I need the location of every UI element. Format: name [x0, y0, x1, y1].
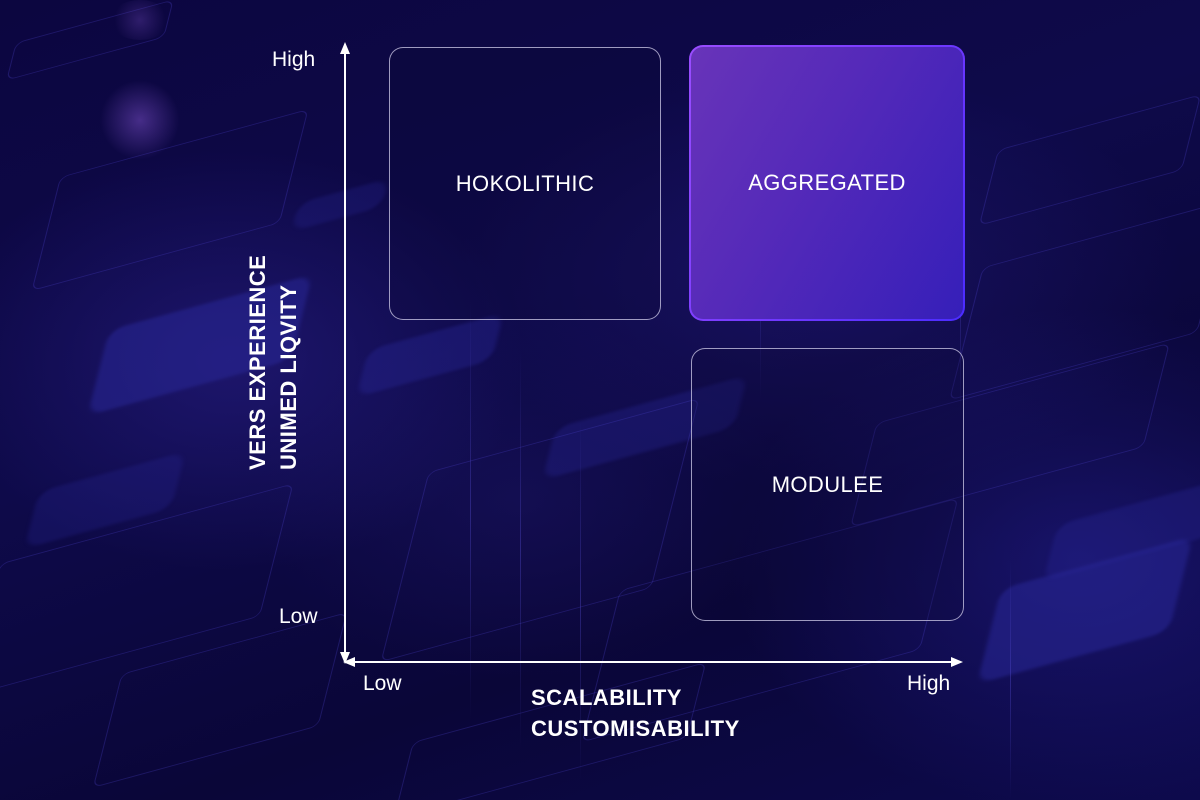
y-axis-title-line-2: UNIMED LIQVITY	[276, 284, 301, 470]
y-axis-title: VERS EXPERIENCE UNIMED LIQVITY	[242, 255, 304, 470]
quadrant-bottom-right: MODULEE	[691, 348, 964, 621]
bg-line	[520, 350, 521, 750]
x-axis-high-label: High	[907, 672, 951, 695]
quadrant-label: HOKOLITHIC	[455, 170, 595, 196]
y-axis-low-label: Low	[279, 605, 318, 628]
y-axis-title-line-1: VERS EXPERIENCE	[245, 254, 270, 470]
x-axis-title: SCALABILITY CUSTOMISABILITY	[531, 682, 740, 744]
bg-trace	[978, 94, 1200, 226]
x-axis-low-label: Low	[363, 672, 402, 695]
bg-line	[470, 300, 471, 720]
quadrant-label: MODULEE	[771, 471, 884, 497]
bg-line	[580, 420, 581, 780]
y-axis-high-label: High	[272, 48, 316, 71]
quadrant-top-right-highlighted: AGGREGATED	[689, 45, 965, 321]
x-axis-title-line-1: SCALABILITY	[531, 685, 682, 710]
bg-chip	[291, 178, 389, 232]
bg-glow	[110, 0, 170, 40]
quadrant-top-left: HOKOLITHIC	[389, 47, 661, 320]
bg-chip	[356, 312, 504, 398]
quadrant-label: AGGREGATED	[748, 170, 906, 195]
x-axis-title-line-2: CUSTOMISABILITY	[531, 716, 740, 741]
bg-glow	[100, 80, 180, 160]
bg-line	[1010, 560, 1011, 800]
